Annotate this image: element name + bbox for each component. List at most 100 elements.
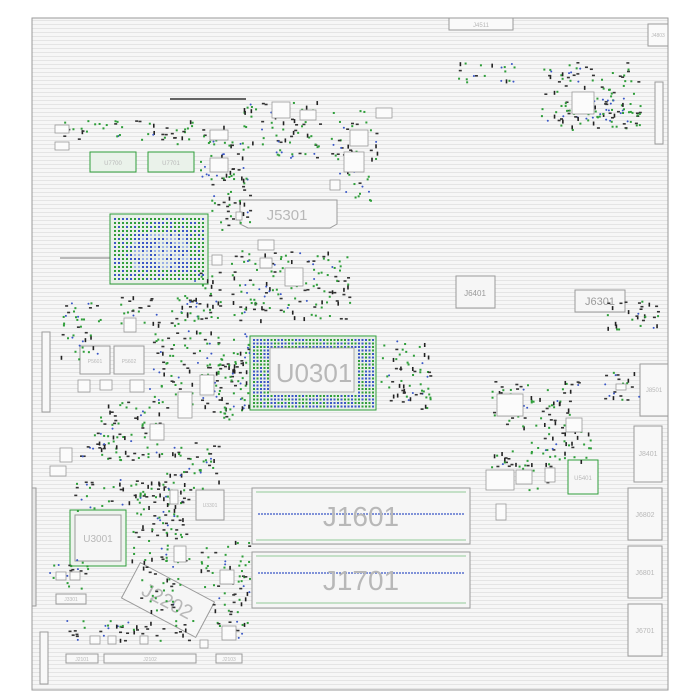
pad — [118, 134, 121, 137]
bga-ball — [178, 274, 180, 276]
pad — [231, 274, 234, 277]
via — [99, 432, 102, 435]
pad — [611, 125, 614, 128]
bga-ball — [114, 222, 116, 224]
pad — [172, 481, 175, 484]
resistor — [103, 423, 107, 425]
pad — [245, 351, 248, 354]
pad — [252, 283, 255, 286]
capacitor — [531, 463, 533, 468]
pad — [210, 154, 213, 157]
capacitor — [580, 459, 583, 464]
chip-pad — [368, 374, 371, 376]
bga-ball — [194, 234, 196, 236]
resistor — [141, 453, 145, 456]
pad — [165, 362, 168, 365]
resistor — [162, 368, 166, 370]
pad — [191, 403, 194, 406]
chip-pad — [323, 398, 325, 401]
chip-pad — [340, 346, 343, 348]
pad — [119, 458, 122, 461]
pad — [419, 383, 422, 386]
bga-ball — [130, 242, 132, 244]
pad — [223, 566, 226, 569]
chip-pad — [295, 398, 297, 401]
chip-pad — [372, 360, 374, 362]
via — [201, 175, 204, 178]
resistor — [200, 551, 204, 554]
component-box — [284, 267, 304, 287]
bga-ball — [166, 246, 168, 248]
chip-pad — [256, 360, 259, 362]
bga-ball — [202, 242, 204, 244]
pad — [99, 318, 102, 321]
chip-pad — [372, 391, 374, 394]
bga-ball — [174, 230, 176, 232]
pad — [250, 115, 253, 118]
pad — [610, 92, 613, 95]
pad — [465, 78, 468, 81]
bga-ball — [150, 266, 152, 268]
pad — [107, 624, 110, 627]
pad — [254, 303, 257, 306]
pad — [72, 128, 75, 131]
capacitor — [174, 453, 177, 458]
chip-pad — [361, 370, 364, 373]
via — [501, 463, 504, 466]
pad — [223, 416, 226, 419]
chip-pad — [323, 346, 325, 348]
capacitor — [162, 351, 164, 356]
bga-ball — [174, 222, 176, 224]
component-box — [123, 317, 137, 333]
bga-ball — [174, 238, 176, 240]
chip-pad — [326, 402, 329, 404]
pad — [579, 122, 582, 125]
capacitor — [119, 638, 122, 643]
chip-pad — [305, 398, 308, 401]
chip-pad — [337, 346, 339, 348]
bga-ball — [142, 258, 144, 260]
chip-pad — [333, 402, 336, 404]
pad — [232, 352, 235, 355]
resistor — [610, 116, 614, 119]
pad — [224, 553, 227, 556]
pad — [232, 338, 235, 341]
resistor — [134, 531, 138, 534]
resistor — [200, 318, 204, 320]
via — [212, 140, 215, 143]
resistor — [61, 333, 65, 336]
resistor — [339, 317, 343, 320]
bga-ball — [134, 274, 136, 276]
chip-pad — [365, 353, 367, 355]
capacitor — [615, 324, 618, 329]
chip-pad — [274, 398, 276, 401]
pad — [237, 580, 240, 583]
bga-ball — [178, 254, 180, 256]
connector-j8501: J8501 — [639, 363, 669, 417]
capacitor — [611, 306, 614, 311]
capacitor — [142, 525, 144, 530]
chip-pad — [267, 339, 269, 341]
component-box — [149, 423, 165, 441]
pad — [294, 297, 297, 300]
pad — [621, 398, 624, 401]
bga-ball — [166, 226, 168, 228]
chip-pad — [333, 339, 336, 341]
resistor — [526, 464, 530, 467]
via — [209, 457, 212, 460]
capacitor — [210, 284, 213, 289]
chip-pad — [253, 398, 255, 401]
resistor — [119, 488, 123, 491]
capacitor — [182, 518, 184, 523]
bga-ball — [122, 218, 124, 220]
resistor — [279, 141, 283, 144]
via — [626, 120, 629, 123]
capacitor — [217, 301, 220, 306]
bga-ball — [142, 238, 144, 240]
bga-ball — [198, 250, 200, 252]
via — [162, 510, 165, 513]
chip-pad — [361, 381, 364, 383]
resistor — [399, 368, 403, 370]
resistor — [187, 457, 191, 460]
